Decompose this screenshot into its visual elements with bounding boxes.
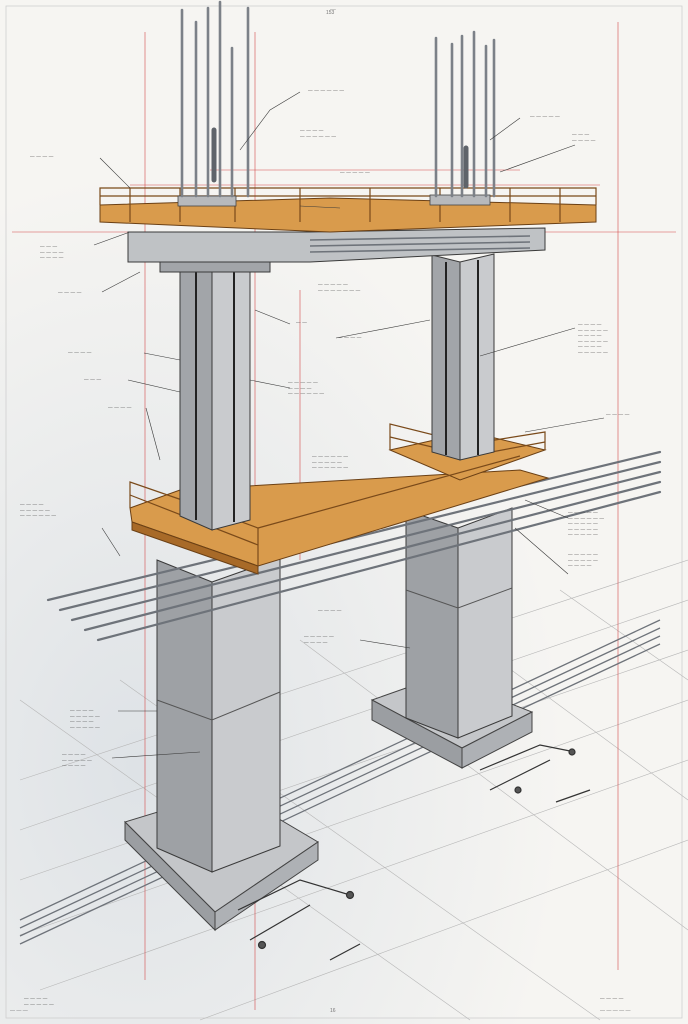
callout-label: — — — — — [30, 154, 54, 159]
ground-grid — [19, 559, 688, 1021]
callout-label: — — — — — — — — — — — — — — — [568, 552, 598, 569]
horizontal-rebar-bundle — [46, 450, 662, 642]
callout-label: — — — — — — [340, 170, 370, 175]
ground-rails — [19, 619, 661, 945]
callout-label: — — — — — — — — — — — — — — — — — — — [70, 708, 100, 730]
callout-label: — — — — — — — — — — [24, 996, 54, 1007]
rear-pier-upper — [431, 253, 495, 461]
callout-label: — — — — — — — — — — — — — — — — [288, 380, 325, 397]
drawing-border — [5, 5, 683, 1019]
footer-right-note: — — — — — — [600, 1008, 631, 1014]
callout-label: — — — [296, 320, 308, 325]
callout-label: — — — — — [58, 290, 82, 295]
footer-left-note: — — — — [10, 1008, 28, 1014]
callout-label: — — — — — — [530, 114, 560, 119]
callout-label: — — — — — — — — — — — — — — — — [20, 502, 57, 519]
front-starter-bars — [180, 0, 250, 198]
callout-label: — — — — — — — — — — — [300, 128, 337, 139]
front-pier-upper — [179, 261, 251, 531]
callout-label: — — — — — [318, 608, 342, 613]
callout-label: — — — — — [108, 405, 132, 410]
callout-label: — — — — — [68, 350, 92, 355]
callout-label: — — — — — — — — — — — — — — [62, 752, 92, 769]
front-pier-lower — [156, 557, 281, 873]
top-deck — [99, 187, 597, 233]
callout-label: — — — — [84, 377, 102, 382]
callout-label: — — — — — — — — — — — — — — — — — — — — … — [568, 510, 605, 538]
footer-center-mark: 16 — [330, 1008, 336, 1014]
callout-label: — — — — — — — — — — — — — — — — — — [312, 454, 349, 471]
rear-starter-bars — [434, 30, 496, 198]
cap-beam — [127, 227, 546, 273]
callout-label: — — — — — — — — — — — — — — — — — — — — … — [578, 322, 608, 355]
callout-label: — — — — — — — — — — — — — [318, 282, 361, 293]
callout-label: — — — — — — — — — — — — [40, 244, 64, 261]
rear-pier-lower — [405, 507, 513, 739]
front-jack-assembly — [237, 879, 361, 961]
rear-jack-assembly — [479, 744, 591, 803]
callout-label: — — — — — — — [308, 88, 345, 93]
callout-label: — — — — — — — — — — [304, 634, 334, 645]
sheet-header-mark: 15̅3̅ — [326, 10, 335, 16]
callout-label: — — — — — [338, 335, 362, 340]
callout-label: — — — — — — — — [572, 132, 596, 143]
leader-lines — [93, 91, 605, 759]
callout-label: — — — — — [606, 412, 630, 417]
callout-label: — — — — — [600, 996, 624, 1001]
